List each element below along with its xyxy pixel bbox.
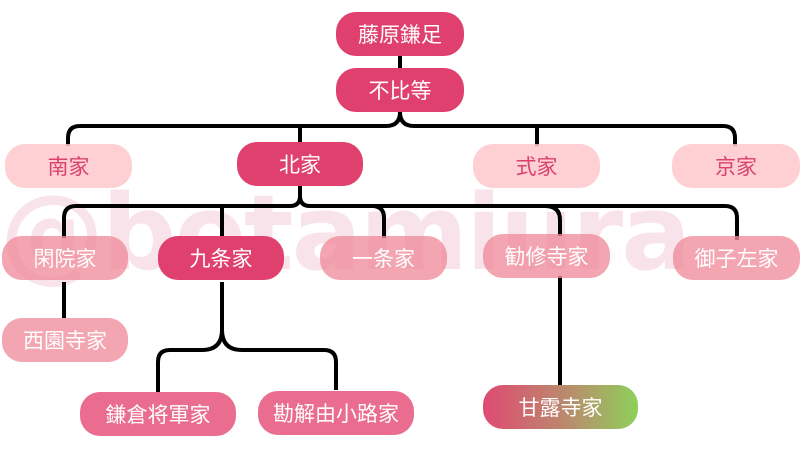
node-kadenokoji: 勘解由小路家 (258, 391, 414, 435)
connector-hokke-branches (62, 186, 739, 240)
node-hokke: 北家 (237, 142, 363, 186)
node-kyoke: 京家 (672, 144, 800, 188)
node-shikike: 式家 (473, 144, 600, 188)
node-ichijo: 一条家 (320, 236, 447, 280)
node-fuhito: 不比等 (336, 68, 464, 112)
node-saionji: 西園寺家 (2, 318, 128, 362)
connector-gen2-houses (66, 111, 737, 146)
node-nanke: 南家 (5, 144, 132, 188)
node-mikohidari: 御子左家 (673, 236, 800, 280)
connector-kujo-children (156, 282, 338, 392)
node-kajuji: 勧修寺家 (483, 234, 610, 278)
node-kanin: 閑院家 (2, 236, 128, 280)
node-kanroji: 甘露寺家 (483, 385, 638, 429)
node-kujo: 九条家 (158, 236, 284, 280)
node-fujiwara-no-kamatari: 藤原鎌足 (336, 12, 464, 56)
node-kamakura-shogun: 鎌倉将軍家 (80, 392, 236, 436)
